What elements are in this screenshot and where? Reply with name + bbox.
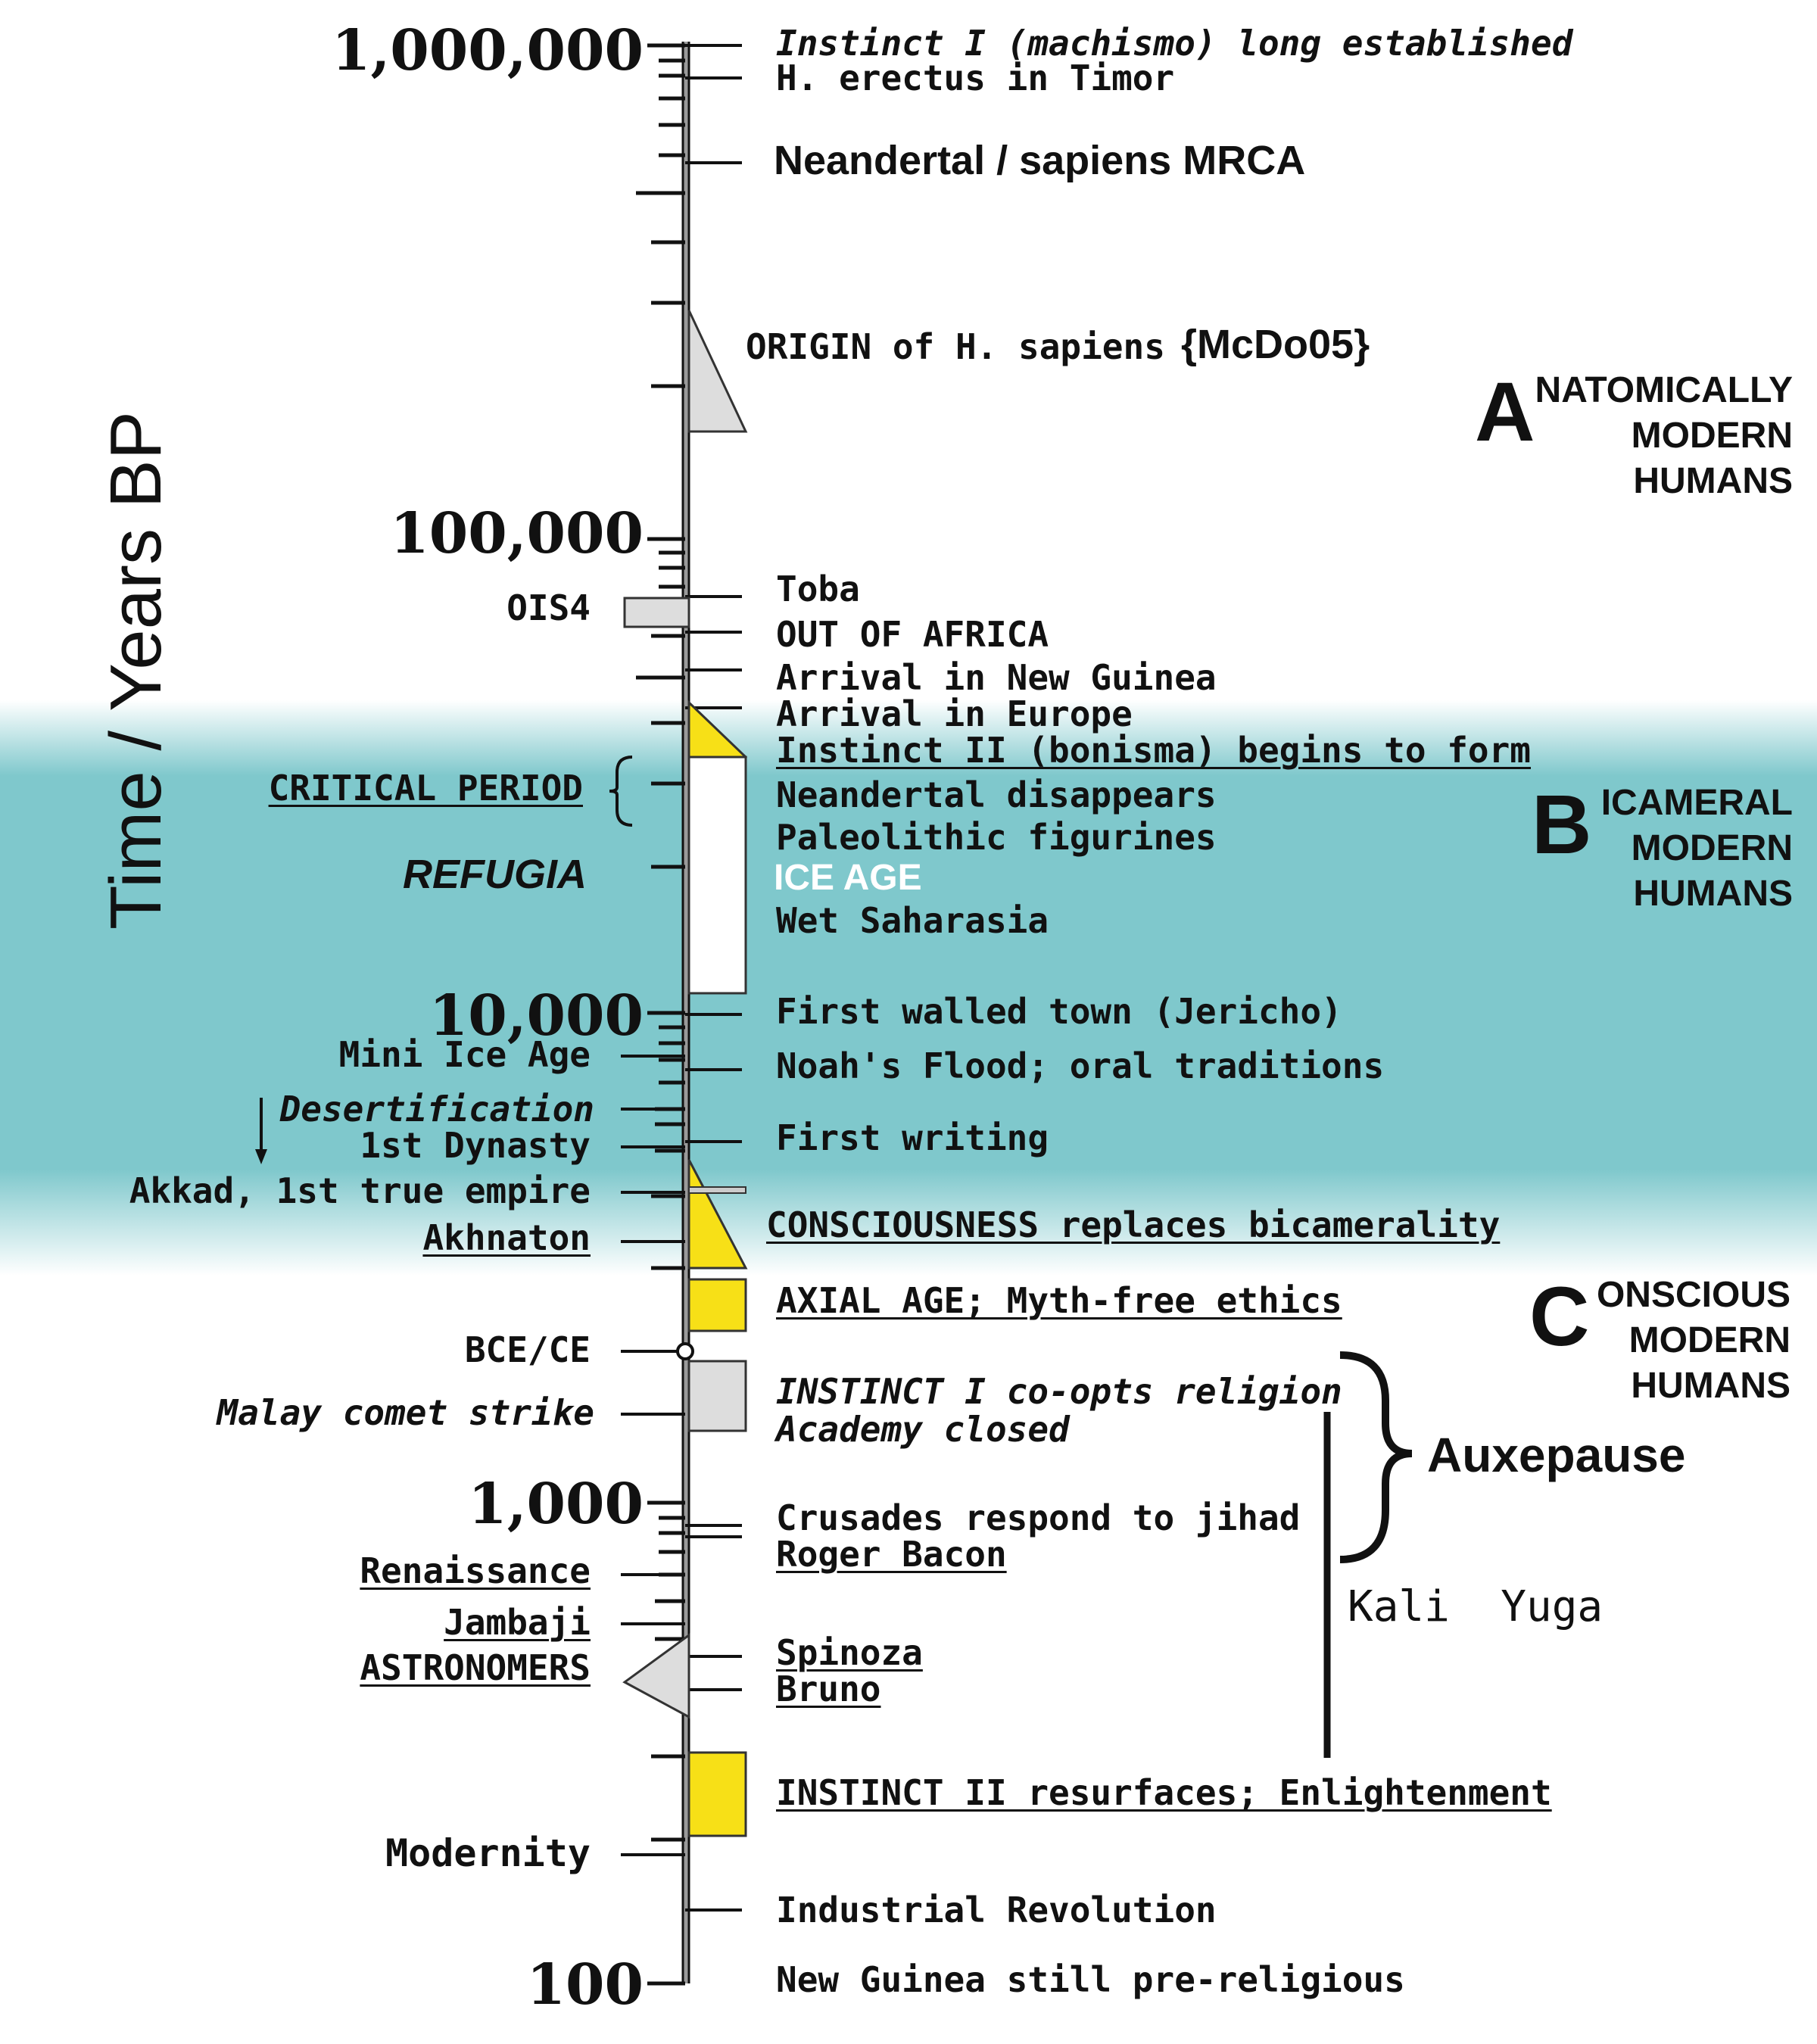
critical-period-brace [609,756,633,827]
event-ice-age: ICE AGE [774,858,922,898]
event-spinoza: Spinoza [776,1632,923,1673]
bicameral-period-band [0,700,1817,1276]
left-renaissance: Renaissance [360,1550,591,1591]
event-erectus: H. erectus in Timor [776,58,1175,98]
event-saharasia: Wet Saharasia [776,900,1049,941]
era-anatomical: A NATOMICALLY MODERN HUMANS [1475,371,1793,522]
era-bicameral: B ICAMERAL MODERN HUMANS [1475,784,1793,935]
event-industrial: Industrial Revolution [776,1890,1217,1930]
event-instinct1: Instinct I (machismo) long established [776,23,1573,64]
left-malay-comet: Malay comet strike [217,1392,595,1433]
event-out-of-africa: OUT OF AFRICA [776,614,1049,655]
axis-bar [683,42,689,1983]
ice-age-white-bar [687,756,747,995]
left-desertification: Desertification [279,1089,594,1129]
era-bicameral-line2: MODERN [1631,828,1793,868]
era-anatomical-line3: HUMANS [1633,461,1793,501]
auxepause-label: Auxepause [1427,1428,1686,1482]
left-ois4: OIS4 [506,587,591,628]
origin-gray-triangle [687,310,748,433]
event-writing: First writing [776,1117,1049,1158]
era-conscious-line2: MODERN [1628,1320,1791,1360]
left-bce-ce: BCE/CE [464,1329,591,1370]
left-akkad: Akkad, 1st true empire [129,1170,591,1211]
scale-label-100: 100 [526,1952,644,2018]
event-mrca: Neandertal / sapiens MRCA [774,138,1306,183]
era-conscious-line1: ONSCIOUS [1596,1275,1791,1315]
enlightenment-yellow-rect [687,1751,747,1837]
event-toba: Toba [776,569,860,609]
event-axial: AXIAL AGE; Myth-free ethics [776,1280,1342,1321]
left-1st-dynasty: 1st Dynasty [360,1125,591,1166]
left-critical-period: CRITICAL PERIOD [268,768,583,809]
era-anatomical-line2: MODERN [1631,416,1793,456]
event-academy: Academy closed [776,1409,1070,1450]
scale-label-100000: 100,000 [390,501,644,566]
left-akhnaton: Akhnaton [422,1217,591,1258]
axis-title: Time / Years BP [95,411,176,930]
left-astronomers: ASTRONOMERS [360,1647,591,1688]
consciousness-yellow-triangle [687,1159,748,1270]
left-modernity: Modernity [385,1831,591,1875]
event-noah: Noah's Flood; oral traditions [776,1045,1385,1086]
event-ticks [685,44,742,1912]
scale-label-1000: 1,000 [468,1472,644,1537]
event-coopts: INSTINCT I co-opts religion [776,1371,1342,1412]
axial-yellow-rect [687,1278,747,1332]
scale-ticks [636,43,685,1986]
event-consciousness: CONSCIOUSNESS replaces bicamerality [766,1204,1501,1245]
event-figurines: Paleolithic figurines [776,817,1217,858]
event-bacon: Roger Bacon [776,1534,1007,1575]
event-bruno: Bruno [776,1669,881,1709]
left-refugia: REFUGIA [403,852,587,897]
era-anatomical-line1: NATOMICALLY [1535,370,1793,410]
event-origin: ORIGIN of H. sapiens [746,326,1165,367]
event-europe: Arrival in Europe [776,693,1133,734]
akkad-gray-rect [688,1186,746,1194]
event-pre-religious: New Guinea still pre-religious [776,1959,1405,2000]
instinct1-gray-rect [687,1360,747,1432]
era-conscious: C ONSCIOUS MODERN HUMANS [1473,1276,1791,1427]
kali-yuga-label: Kali Yuga [1348,1582,1604,1631]
event-instinct2: Instinct II (bonisma) begins to form [776,730,1531,771]
event-origin-ref: {McDo05} [1181,322,1370,367]
ois4-gray-rect [623,597,690,628]
left-jambaji: Jambaji [444,1602,591,1643]
desertification-arrowhead [255,1149,267,1164]
left-mini-ice-age: Mini Ice Age [338,1034,591,1075]
event-new-guinea: Arrival in New Guinea [776,657,1217,698]
bce-ce-marker [676,1342,694,1360]
era-bicameral-initial: B [1532,778,1592,871]
event-neandertal-gone: Neandertal disappears [776,774,1217,815]
astronomers-gray-triangle [622,1633,690,1719]
event-jericho: First walled town (Jericho) [776,991,1342,1032]
era-conscious-initial: C [1529,1270,1590,1363]
era-bicameral-line1: ICAMERAL [1600,783,1793,823]
auxepause-brace [1339,1351,1413,1563]
scale-label-1000000: 1,000,000 [332,18,644,83]
era-conscious-line3: HUMANS [1631,1366,1791,1406]
era-bicameral-line3: HUMANS [1633,874,1793,914]
event-crusades: Crusades respond to jihad [776,1497,1301,1538]
left-event-ticks [621,1055,685,1856]
era-anatomical-initial: A [1475,366,1535,459]
event-enlightenment: INSTINCT II resurfaces; Enlightenment [776,1772,1552,1813]
scale-label-10000: 10,000 [429,983,644,1048]
